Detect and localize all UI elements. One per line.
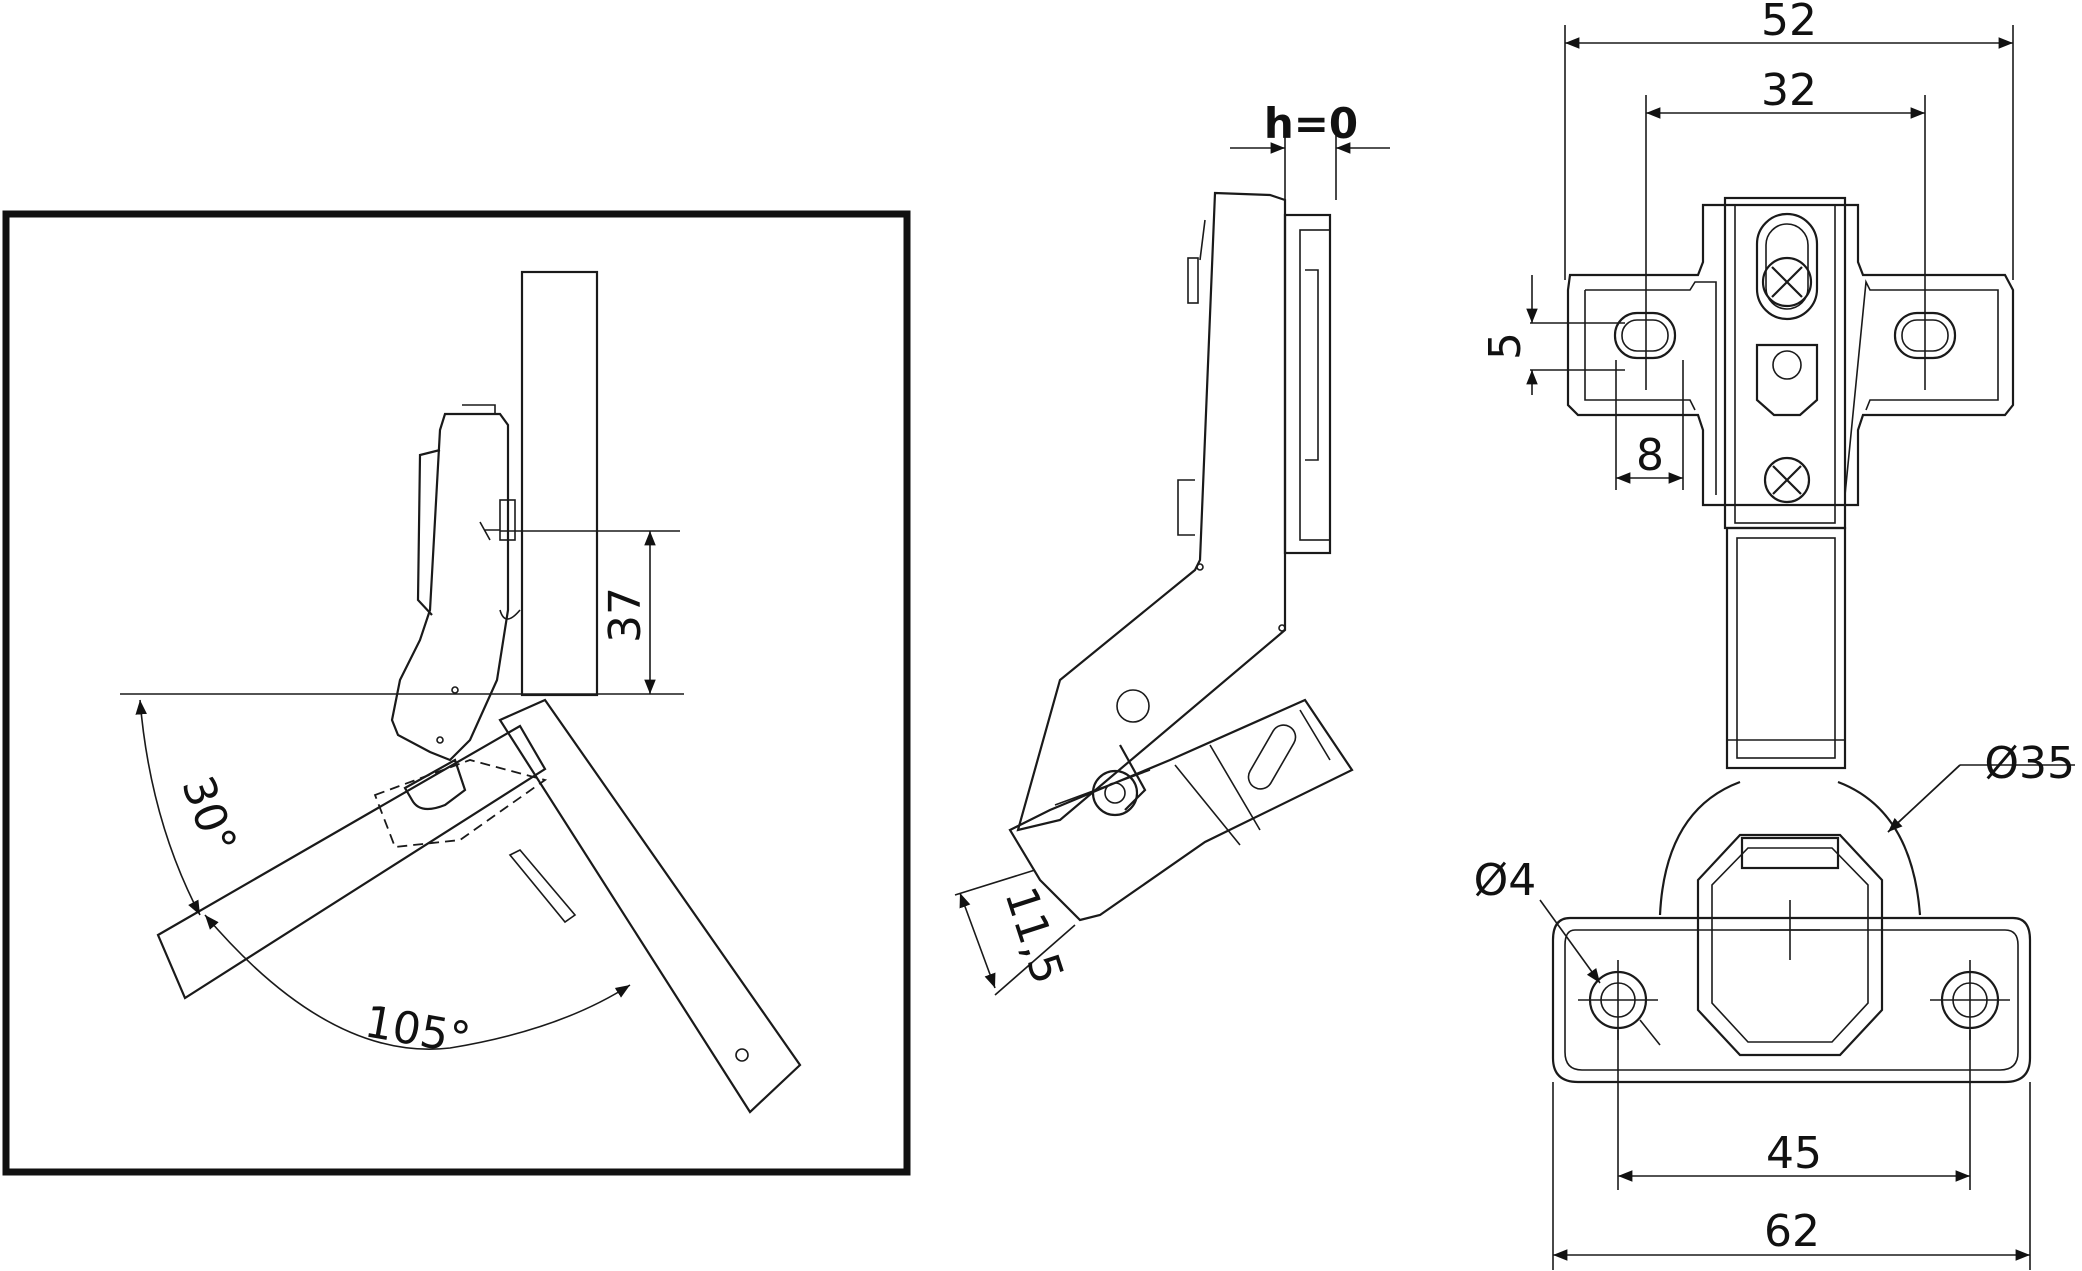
dimension-52: 52 [1564, 0, 2014, 280]
hinge-arm-profile [1016, 191, 1287, 832]
dimension-8: 8 [1615, 360, 1684, 490]
leader-cup-diameter: Ø35 [1887, 738, 2075, 833]
dim-45-label: 45 [1766, 1128, 1822, 1179]
door-open-30 [156, 724, 547, 1000]
dim-cup-diameter-label: Ø35 [1984, 738, 2075, 789]
adjustment-screw-bottom-icon [1763, 456, 1811, 504]
dimension-62: 62 [1552, 1082, 2031, 1270]
leader-hole-diameter: Ø4 [1474, 855, 1661, 1046]
overlay-h0-label: h=0 [1264, 99, 1358, 148]
dim-32-label: 32 [1761, 65, 1817, 116]
angle-arc-30 [135, 699, 201, 916]
cup-octagon [1696, 833, 1884, 1057]
mounting-plate-side [1283, 213, 1332, 555]
hinge-mechanism-dashed [373, 759, 548, 848]
mounting-plate-front [1566, 203, 2015, 507]
left-view-frame [2, 210, 911, 1176]
dimension-h0: h=0 [1230, 99, 1390, 200]
angle-105-label: 105° [361, 996, 474, 1065]
door-open-105 [498, 698, 802, 1114]
right-view-front-elevation: 52 32 [1474, 0, 2075, 1270]
adjustment-screw-top-icon [1761, 256, 1813, 308]
dim-62-label: 62 [1764, 1206, 1820, 1257]
dimension-32: 32 [1645, 65, 1926, 390]
cup-base-plate [1551, 833, 2032, 1084]
left-view-installation-diagram: 37 30° 105° [2, 210, 911, 1176]
angle-arc-105 [204, 914, 631, 1050]
dimension-45: 45 [1617, 1030, 1971, 1190]
dimension-5: 5 [1480, 275, 1625, 395]
dim-5-label: 5 [1480, 332, 1531, 360]
dim-11-5-label: 11,5 [994, 881, 1073, 990]
cup-assembly-profile [1008, 698, 1354, 922]
hinge-link [403, 758, 467, 811]
middle-view-side-profile: h=0 [954, 99, 1390, 996]
dim-8-label: 8 [1636, 430, 1664, 481]
plate-slot-left [1613, 311, 1677, 360]
dimension-11-5: 11,5 [954, 869, 1076, 996]
dim-37-label: 37 [600, 587, 651, 643]
hinge-arm-side [390, 404, 521, 762]
hinge-arm-front [1723, 196, 1847, 770]
dimension-37: 37 [500, 530, 680, 694]
plate-slot-right [1893, 311, 1957, 360]
cabinet-side-panel [520, 270, 599, 697]
dim-52-label: 52 [1761, 0, 1817, 46]
angle-30-label: 30° [171, 770, 246, 861]
adjustment-slot [1755, 212, 1819, 321]
dim-hole-diameter-label: Ø4 [1474, 855, 1537, 906]
